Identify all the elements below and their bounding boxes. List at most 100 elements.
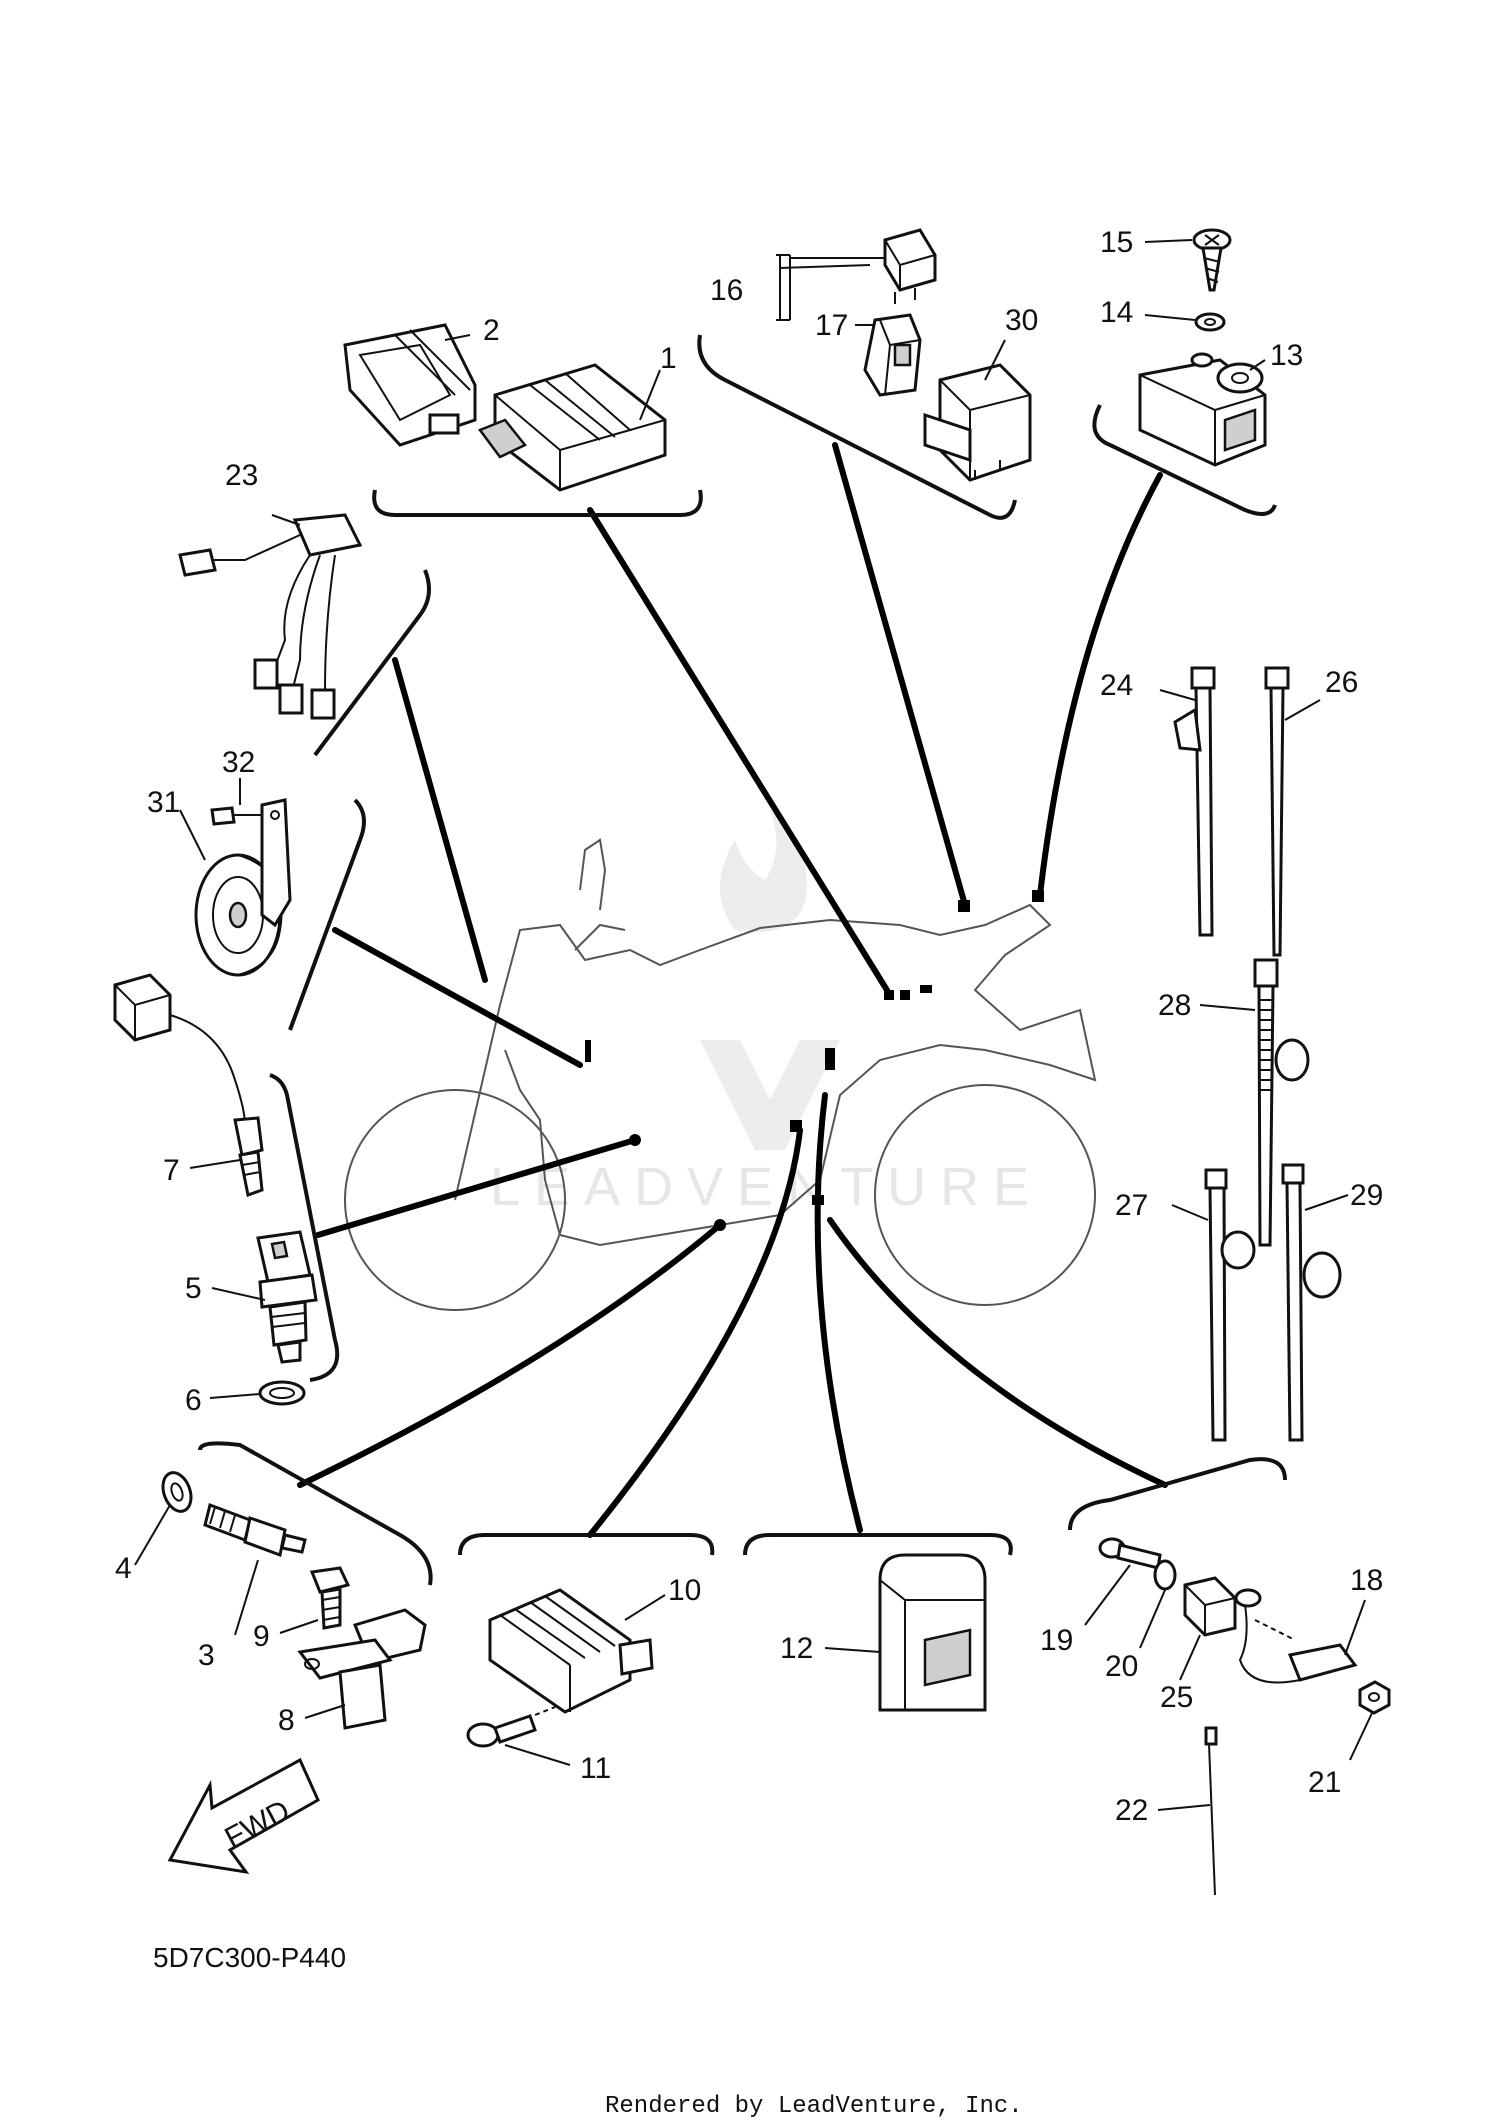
pointer-31-32 [332, 927, 583, 1068]
leader-5 [211, 1287, 266, 1301]
callout-13[interactable]: 13 [1270, 339, 1303, 372]
mount-point [884, 990, 894, 1000]
callout-25[interactable]: 25 [1160, 1681, 1193, 1714]
mount-point [629, 1134, 641, 1146]
callout-leaders [134, 239, 1373, 1811]
part-bolt-9[interactable] [309, 1566, 351, 1630]
leader-12 [824, 1647, 881, 1653]
callout-26[interactable]: 26 [1325, 666, 1358, 699]
part-gasket-6[interactable] [258, 1380, 306, 1406]
callout-16[interactable]: 16 [710, 274, 743, 307]
callout-12[interactable]: 12 [780, 1632, 813, 1665]
leader-18 [1344, 1599, 1366, 1656]
leader-24 [1159, 689, 1196, 701]
part-sensor-7[interactable] [113, 973, 264, 1197]
leader-6 [209, 1393, 261, 1399]
callout-32[interactable]: 32 [222, 746, 255, 779]
callout-4[interactable]: 4 [115, 1552, 132, 1585]
part-ecu[interactable] [478, 363, 667, 492]
leader-15 [1144, 239, 1193, 243]
leader-20 [1139, 1589, 1166, 1649]
callout-18[interactable]: 18 [1350, 1564, 1383, 1597]
callout-14[interactable]: 14 [1100, 296, 1133, 329]
part-bolt-11[interactable] [466, 1706, 556, 1748]
part-band-27[interactable] [1204, 1168, 1256, 1442]
part-band-29[interactable] [1281, 1163, 1342, 1442]
part-nut-21[interactable] [1358, 1680, 1391, 1715]
callout-24[interactable]: 24 [1100, 669, 1133, 702]
part-washer-20[interactable] [1153, 1559, 1177, 1591]
handlebar [574, 923, 626, 951]
leader-7 [189, 1159, 241, 1169]
leader-26 [1284, 699, 1321, 721]
leader-2 [444, 334, 471, 341]
part-relay[interactable] [883, 228, 937, 304]
part-flasher-relay[interactable] [923, 363, 1032, 482]
mount-point [714, 1219, 726, 1231]
callout-10[interactable]: 10 [668, 1574, 701, 1607]
callout-2[interactable]: 2 [483, 314, 500, 347]
callout-9[interactable]: 9 [253, 1620, 270, 1653]
part-sensor-18[interactable] [1234, 1588, 1358, 1684]
mount-point [920, 985, 932, 993]
leader-25 [1179, 1634, 1201, 1681]
part-washer-14[interactable] [1194, 312, 1226, 332]
callout-22[interactable]: 22 [1115, 1794, 1148, 1827]
callout-28[interactable]: 28 [1158, 989, 1191, 1022]
part-sensor-3[interactable] [203, 1503, 307, 1558]
callout-6[interactable]: 6 [185, 1384, 202, 1417]
mirror [579, 838, 607, 911]
callout-30[interactable]: 30 [1005, 304, 1038, 337]
part-washer-4[interactable] [158, 1469, 196, 1515]
callout-8[interactable]: 8 [278, 1704, 295, 1737]
part-rectifier[interactable] [488, 1588, 654, 1714]
mount-point [900, 990, 910, 1000]
mount-point [958, 900, 970, 912]
callout-19[interactable]: 19 [1040, 1624, 1073, 1657]
leader-23 [271, 514, 301, 526]
part-bolt-19[interactable] [1098, 1537, 1162, 1570]
callout-1[interactable]: 1 [660, 342, 677, 375]
part-temp-sensor[interactable] [256, 1230, 318, 1364]
part-horn[interactable] [194, 798, 292, 977]
part-band-24[interactable] [1173, 666, 1216, 937]
part-crank-sensor[interactable] [297, 1608, 427, 1730]
callout-3[interactable]: 3 [198, 1639, 215, 1672]
part-sub-harness[interactable] [178, 513, 363, 720]
callout-labels: 1 2 3 4 5 6 7 8 9 10 11 12 13 14 15 16 1… [115, 226, 1383, 1827]
callout-17[interactable]: 17 [815, 309, 848, 342]
part-band-26[interactable] [1264, 666, 1290, 957]
part-bolt-32[interactable] [210, 806, 262, 826]
bracket-12 [743, 1533, 1013, 1556]
callout-7[interactable]: 7 [163, 1154, 180, 1187]
part-tie-22[interactable] [1204, 1726, 1218, 1896]
front-wheel [344, 1089, 566, 1311]
part-module-12[interactable] [878, 1553, 987, 1712]
mount-point [585, 1040, 591, 1062]
part-ecu-cover[interactable] [343, 323, 477, 447]
callout-31[interactable]: 31 [147, 786, 180, 819]
v-logo-icon [700, 1040, 840, 1150]
callout-5[interactable]: 5 [185, 1272, 202, 1305]
leader-16-bracket [776, 254, 885, 321]
part-sensor-13[interactable] [1138, 352, 1267, 467]
part-relay-holder[interactable] [863, 313, 922, 397]
bracket-3-4-8-9 [198, 1441, 433, 1586]
callout-27[interactable]: 27 [1115, 1189, 1148, 1222]
leader-31 [179, 809, 206, 861]
part-bracket-25[interactable] [1183, 1576, 1237, 1637]
callout-29[interactable]: 29 [1350, 1179, 1383, 1212]
pointer-13 [1037, 472, 1163, 898]
bracket-5-6-7 [269, 1073, 340, 1382]
callout-11[interactable]: 11 [580, 1752, 611, 1785]
part-screw-15[interactable] [1192, 228, 1232, 292]
leader-1 [639, 369, 661, 421]
leader-14 [1144, 314, 1196, 321]
part-band-28[interactable] [1253, 958, 1310, 1247]
callout-20[interactable]: 20 [1105, 1650, 1138, 1683]
bracket-16-17-30 [697, 334, 1017, 520]
callout-21[interactable]: 21 [1308, 1766, 1341, 1799]
callout-15[interactable]: 15 [1100, 226, 1133, 259]
callout-23[interactable]: 23 [225, 459, 258, 492]
